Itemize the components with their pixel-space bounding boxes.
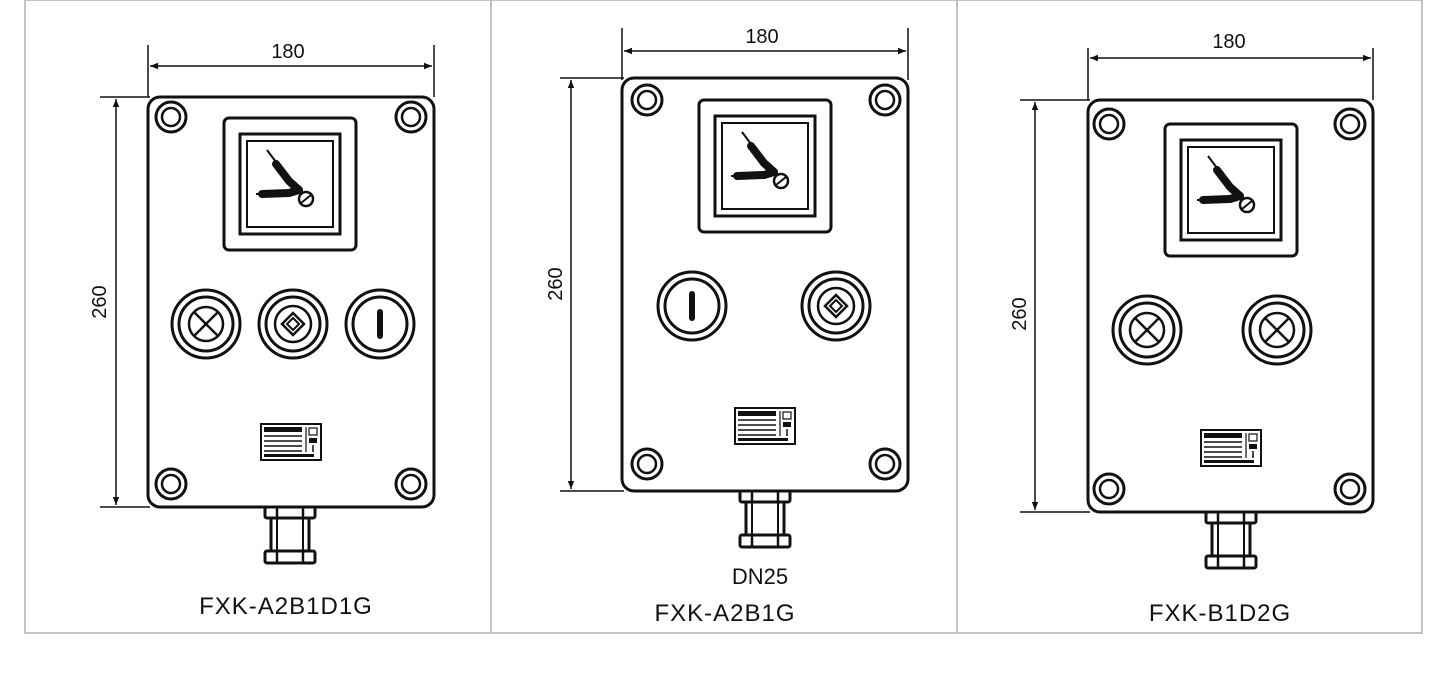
- push-button-icon: [346, 290, 414, 358]
- enclosure-fxk-b1d2g: 180 260 FXK-B1D2G: [1009, 31, 1375, 627]
- width-dimension: 180: [621, 26, 909, 80]
- mounting-bolt-icon: [394, 467, 428, 501]
- push-button-icon: [658, 272, 726, 340]
- mounting-bolt-icon: [630, 447, 664, 481]
- width-dimension-label: 180: [1212, 31, 1245, 53]
- cable-gland-icon: [263, 505, 317, 565]
- mounting-bolt-icon: [868, 447, 902, 481]
- breaker-window-icon: [224, 118, 356, 250]
- mounting-bolt-icon: [1092, 472, 1126, 506]
- selector-button-icon: [800, 270, 872, 342]
- mounting-bolt-icon: [154, 100, 188, 134]
- mounting-bolt-icon: [1333, 472, 1367, 506]
- gland-size-label: DN25: [732, 564, 788, 589]
- model-label: FXK-B1D2G: [1149, 600, 1291, 627]
- selector-button-icon: [257, 288, 329, 360]
- model-label: FXK-A2B1G: [654, 600, 795, 627]
- width-dimension-label: 180: [745, 26, 778, 48]
- panel-frame: [24, 0, 1423, 634]
- mounting-bolt-icon: [868, 83, 902, 117]
- indicator-lamp-icon: [1241, 294, 1313, 366]
- nameplate-icon: [260, 423, 322, 461]
- height-dimension-label: 260: [1009, 297, 1031, 330]
- nameplate-icon: [1200, 429, 1262, 467]
- mounting-bolt-icon: [154, 467, 188, 501]
- width-dimension-label: 180: [271, 41, 304, 63]
- width-dimension: 180: [1087, 31, 1374, 100]
- cable-gland-icon: [738, 489, 792, 549]
- mounting-bolt-icon: [394, 100, 428, 134]
- indicator-lamp-icon: [170, 288, 242, 360]
- height-dimension-label: 260: [89, 285, 111, 318]
- indicator-lamp-icon: [1111, 294, 1183, 366]
- cable-gland-icon: [1204, 510, 1258, 570]
- height-dimension-label: 260: [545, 267, 567, 300]
- enclosure-fxk-a2b1d1g: 180 260 FXK-A2B1D1G: [89, 41, 436, 620]
- nameplate-icon: [734, 407, 796, 445]
- model-label: FXK-A2B1D1G: [199, 593, 373, 620]
- width-dimension: 180: [147, 41, 435, 97]
- height-dimension: 260: [1009, 99, 1090, 513]
- enclosure-fxk-a2b1g: 180 260 DN25 FXK-A2B1G: [545, 26, 910, 627]
- breaker-window-icon: [1165, 124, 1297, 256]
- breaker-window-icon: [699, 100, 831, 232]
- mounting-bolt-icon: [1333, 107, 1367, 141]
- height-dimension: 260: [545, 77, 624, 492]
- height-dimension: 260: [89, 96, 150, 508]
- mounting-bolt-icon: [1092, 107, 1126, 141]
- mounting-bolt-icon: [630, 83, 664, 117]
